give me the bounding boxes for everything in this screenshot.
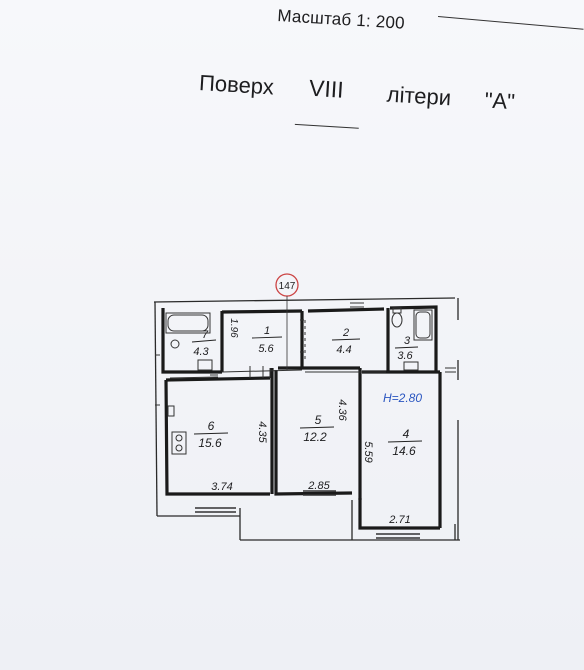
plan-details [155, 319, 456, 539]
stove-fixture [167, 405, 187, 455]
room-6-number: 6 [208, 419, 215, 433]
marker-147: 147 [275, 273, 299, 370]
room-4-area: 14.6 [392, 444, 416, 458]
apartment-walls [161, 305, 442, 530]
dim-3-74: 3.74 [211, 481, 232, 493]
room-7-number: 7 [202, 329, 209, 341]
building-outline [153, 297, 460, 541]
room-6-area: 15.6 [198, 436, 222, 450]
bathtub-fixture [165, 312, 213, 371]
dim-2-85: 2.85 [307, 480, 330, 492]
room-3-number: 3 [404, 335, 411, 347]
dim-1-96: 1.96 [228, 318, 239, 338]
toilet-fixture [391, 307, 433, 371]
room-1-number: 1 [264, 325, 270, 337]
room-4-number: 4 [403, 427, 410, 441]
door-marks [249, 302, 364, 378]
dim-2-71: 2.71 [388, 514, 410, 526]
dim-4-35: 4.35 [256, 421, 268, 443]
room-2-area: 4.4 [336, 344, 351, 356]
room-7-area: 4.3 [193, 346, 209, 358]
dimension-labels: 1.96 4.35 4.36 5.59 3.74 2.85 2.71 [211, 318, 410, 526]
room-labels: 7 4.3 1 5.6 2 4.4 3 3.6 6 15.6 5 12.2 [191, 325, 422, 458]
dim-4-36: 4.36 [336, 399, 348, 421]
marker-label: 147 [279, 281, 296, 292]
room-5-area: 12.2 [303, 430, 327, 444]
room-3-area: 3.6 [397, 350, 413, 362]
ceiling-height-label: H=2.80 [383, 391, 422, 405]
room-5-number: 5 [315, 413, 322, 427]
room-2-number: 2 [342, 327, 349, 339]
room-1-area: 5.6 [258, 343, 274, 355]
dim-5-59: 5.59 [362, 441, 374, 462]
